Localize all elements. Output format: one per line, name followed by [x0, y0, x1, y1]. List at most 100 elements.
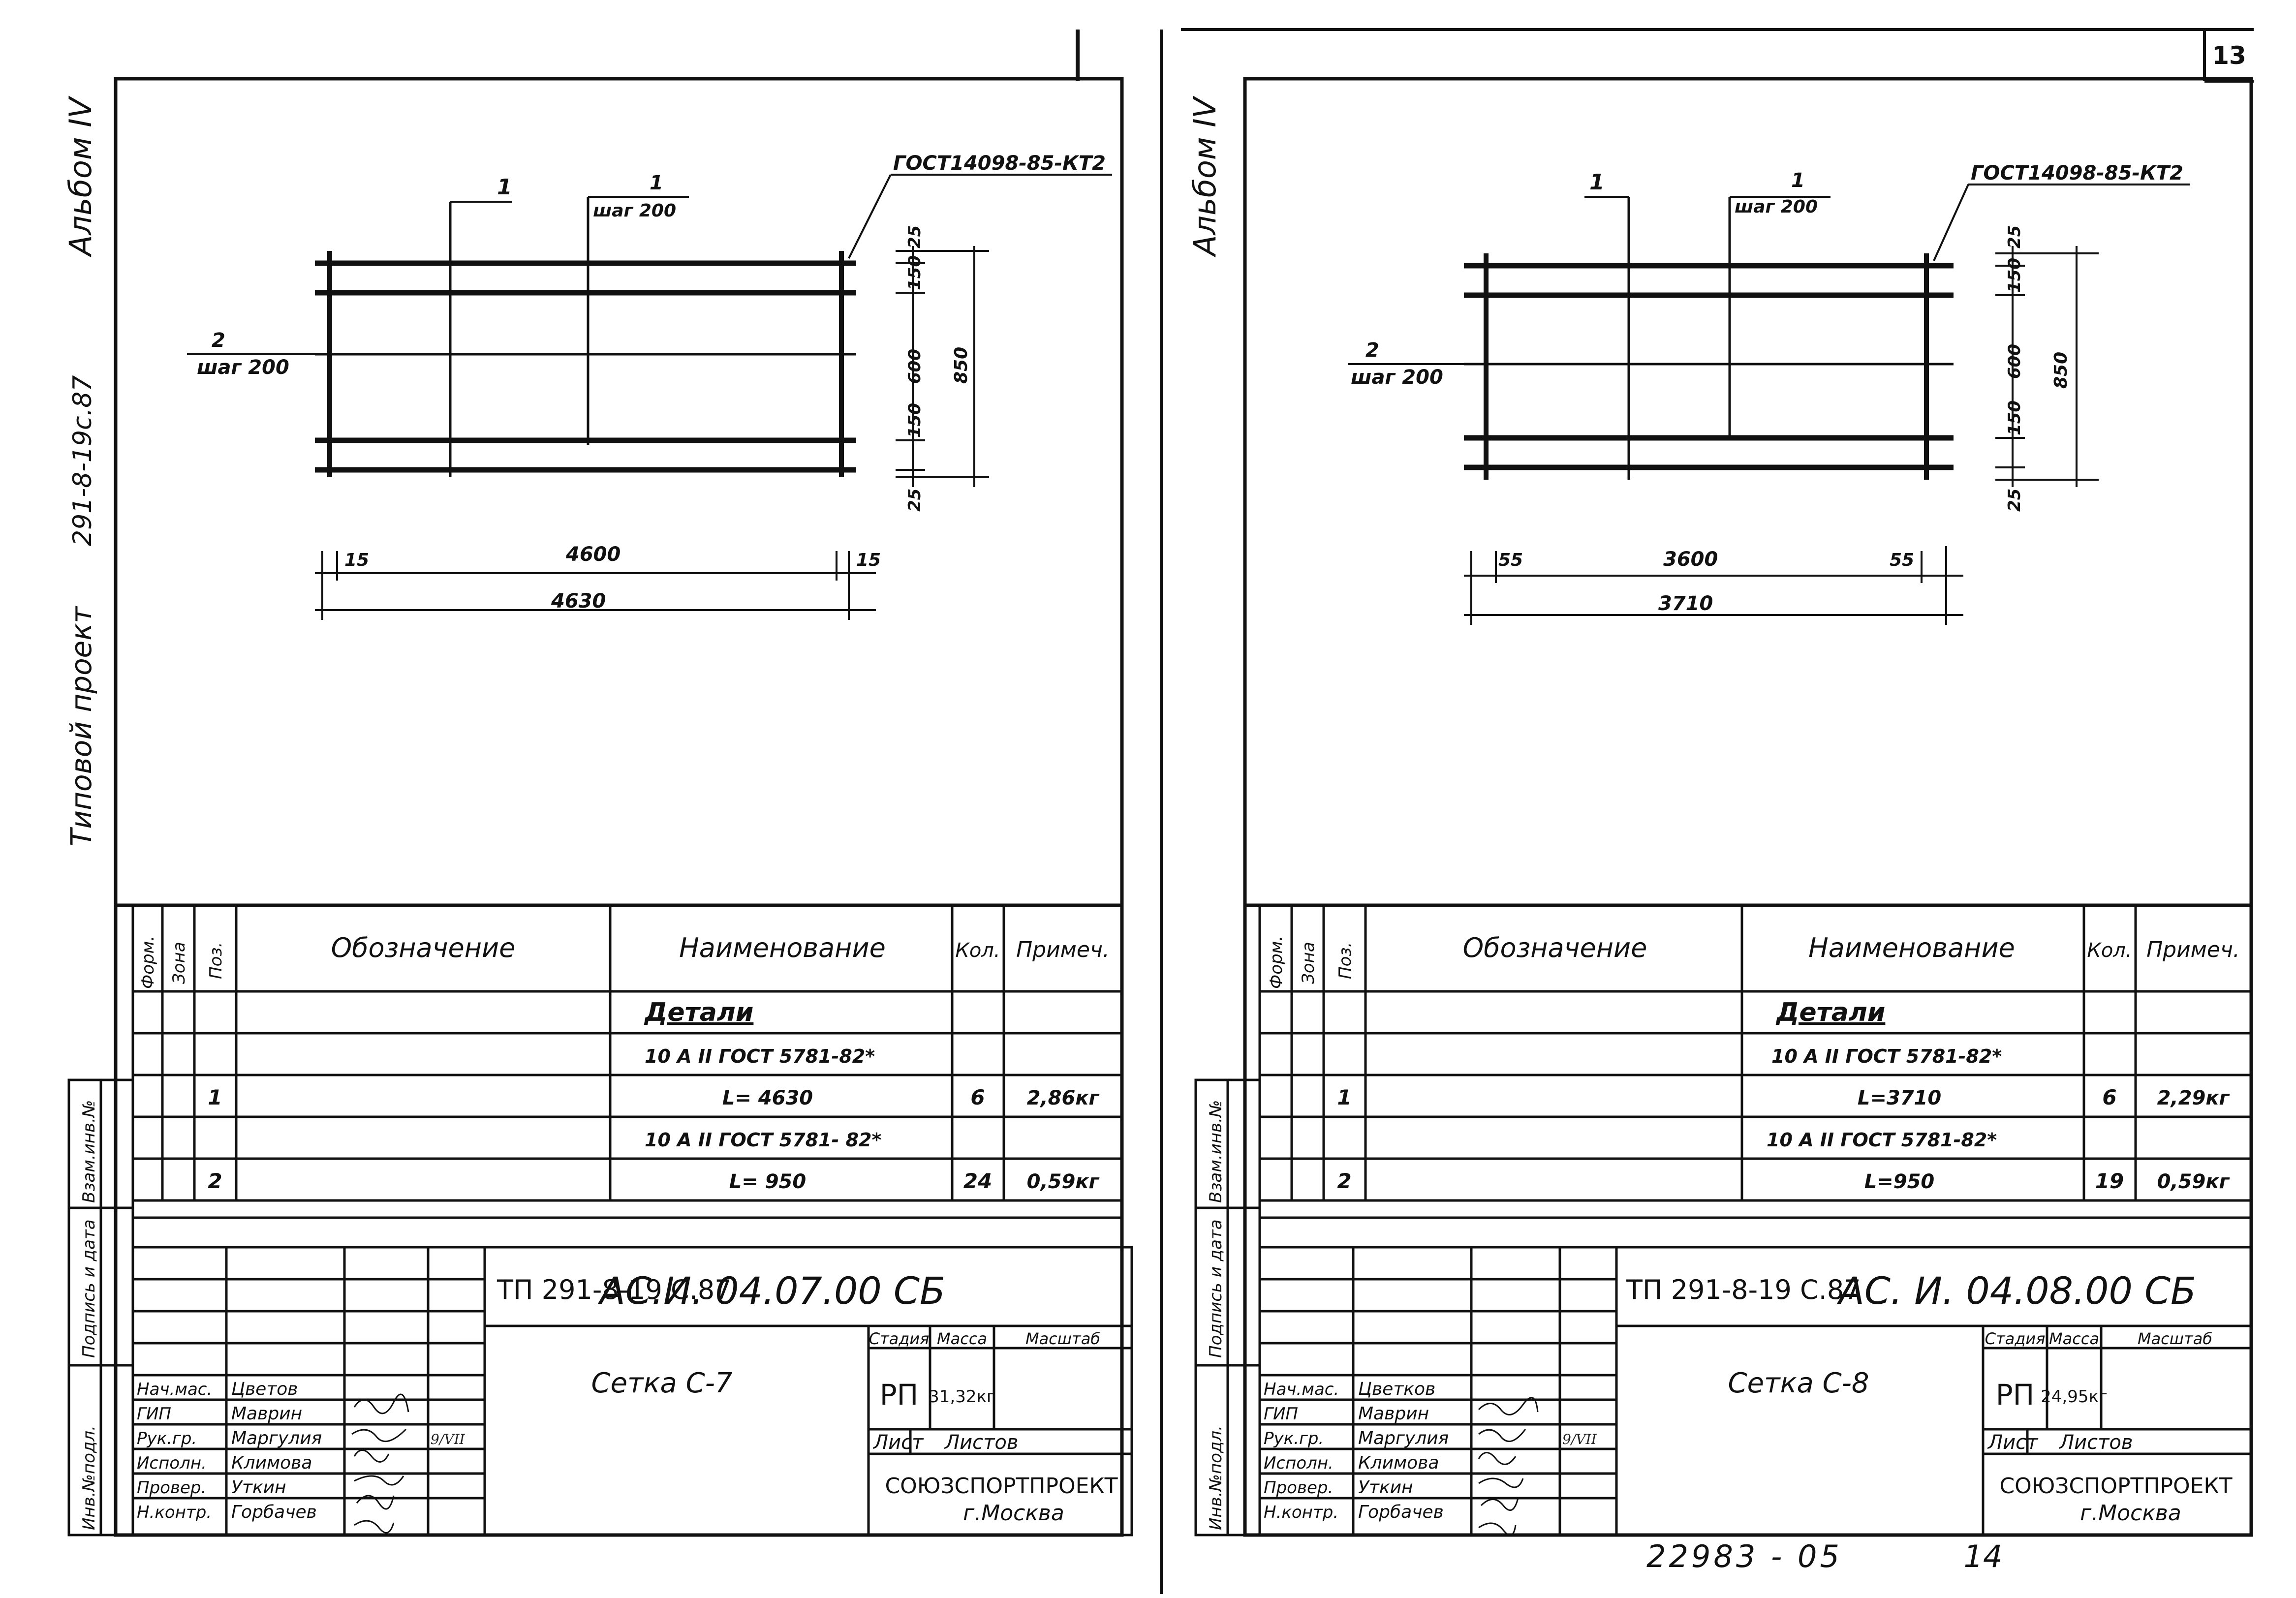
spec-row-name: L=950 — [1864, 1170, 1935, 1193]
spec-header-zone: Зона — [169, 942, 189, 984]
spec-row-name: Детали — [644, 998, 753, 1027]
pos2-label: 2 — [212, 329, 225, 352]
bottom-page: 14 — [1964, 1538, 2003, 1574]
tb-name: Сетка С-8 — [1728, 1367, 1869, 1399]
side-project-label: Типовой проект — [64, 606, 98, 846]
tb-col-stage: Стадия — [1985, 1329, 2046, 1348]
tb-col-mass: Масса — [2049, 1329, 2099, 1348]
spec-row-qty: 6 — [970, 1085, 985, 1109]
spec-row-name: 10 А II ГОСТ 5781-82* — [1767, 1129, 1997, 1151]
tb-mass: 31,32кг — [929, 1387, 995, 1407]
mesh-drawing — [187, 174, 1112, 620]
spec-header-name: Наименование — [679, 932, 886, 963]
spec-header-form: Форм. — [1267, 936, 1286, 989]
spec-row-qty: 24 — [963, 1169, 992, 1193]
spec-header-pos: Поз. — [206, 942, 226, 979]
spec-row-note: 0,59кг — [2157, 1170, 2230, 1193]
tb-org: СОЮЗСПОРТПРОЕКТ — [1999, 1474, 2232, 1499]
tb-person: Маргулия — [1358, 1428, 1449, 1448]
v-dim-4: 150 — [905, 403, 925, 438]
tb-stage: РП — [1996, 1378, 2035, 1412]
v-dim-3: 600 — [905, 349, 925, 384]
tb-project: ТП 291-8-19 С.87 — [496, 1274, 732, 1305]
tb-designation: АС.И. 04.07.00 СБ — [597, 1269, 945, 1313]
mesh-labels: 1 1 шаг 200 2 шаг 200 ГОСТ14098-85-КТ2 5… — [1351, 162, 2183, 615]
spec-row-qty: 19 — [2095, 1169, 2124, 1193]
spec-row-name: L= 950 — [729, 1170, 806, 1193]
spec-row-name: L=3710 — [1858, 1087, 1941, 1109]
tb-person: Уткин — [1358, 1477, 1413, 1498]
spec-row-poz: 1 — [208, 1085, 222, 1109]
tb-person: Климова — [1358, 1453, 1439, 1473]
tb-mass: 24,95кг — [2041, 1387, 2108, 1407]
spec-row-poz: 2 — [208, 1169, 222, 1193]
spec-table — [131, 904, 1123, 1219]
tb-name: Сетка С-7 — [591, 1367, 732, 1399]
spec-header-name: Наименование — [1808, 932, 2015, 963]
tb-org: СОЮЗСПОРТПРОЕКТ — [885, 1474, 1117, 1499]
tb-role: Исполн. — [137, 1453, 207, 1473]
v-dim-2: 150 — [905, 255, 925, 290]
side-stamp-replace: Взам.инв.№ — [1206, 1100, 1226, 1203]
tb-role: Исполн. — [1264, 1453, 1334, 1473]
side-stamp-text: Инв.№подл. Подпись и дата Взам.инв.№ — [79, 1100, 99, 1530]
v-dim-5: 25 — [2005, 489, 2024, 512]
spec-header-note: Примеч. — [2146, 937, 2240, 962]
pos1b-label: 1 — [1791, 169, 1805, 192]
tb-role: Рук.гр. — [1264, 1429, 1324, 1448]
tb-col-scale: Масштаб — [2138, 1329, 2212, 1348]
spec-header-zone: Зона — [1299, 942, 1318, 984]
side-stamp-sign: Подпись и дата — [79, 1219, 99, 1358]
tb-project: ТП 291-8-19 С.87 — [1626, 1274, 1861, 1305]
v-total: 850 — [2051, 352, 2071, 389]
side-stamp — [67, 1078, 134, 1537]
tb-person: Горбачев — [1358, 1502, 1444, 1522]
side-album-label: Альбом IV — [1187, 95, 1223, 258]
tb-date: 9/VII — [1562, 1431, 1597, 1447]
tb-role: Нач.мас. — [1264, 1380, 1339, 1399]
tb-role: Рук.гр. — [137, 1429, 197, 1448]
bottom-code: 22983 - 05 — [1646, 1538, 1842, 1574]
tb-date: 9/VII — [431, 1431, 465, 1447]
spec-row-name: 10 А II ГОСТ 5781-82* — [645, 1045, 875, 1067]
title-block-text: ТП 291-8-19 С.87 АС. И. 04.08.00 СБ Сетк… — [1264, 1269, 2233, 1526]
gost-label: ГОСТ14098-85-КТ2 — [893, 152, 1106, 175]
pos2-label: 2 — [1365, 339, 1379, 362]
v-dim-1: 25 — [2005, 225, 2024, 248]
title-block — [1258, 1246, 2253, 1537]
v-dim-3: 600 — [2005, 344, 2024, 379]
spec-header-qty: Кол. — [955, 939, 1000, 962]
spec-table-text: Форм. Зона Поз. Обозначение Наименование… — [1267, 932, 2240, 1193]
spec-header-form: Форм. — [138, 936, 158, 989]
tb-person: Маргулия — [231, 1428, 322, 1448]
tb-person: Цветов — [231, 1379, 298, 1399]
dim-total: 3710 — [1658, 592, 1713, 615]
tb-role: Провер. — [1264, 1478, 1333, 1498]
pos1b-step: шаг 200 — [1735, 197, 1818, 217]
tb-col-scale: Масштаб — [1025, 1329, 1100, 1348]
spec-header-qty: Кол. — [2087, 939, 2132, 962]
spec-table — [1258, 904, 2253, 1219]
tb-sheets-label: Листов — [2058, 1431, 2133, 1454]
side-stamp-replace: Взам.инв.№ — [79, 1100, 99, 1203]
gost-label: ГОСТ14098-85-КТ2 — [1971, 162, 2183, 184]
v-dim-2: 150 — [2005, 258, 2024, 293]
tb-stage: РП — [880, 1378, 919, 1412]
dim-mid: 4600 — [565, 543, 621, 566]
tb-sheet-label: Лист — [1987, 1431, 2039, 1454]
v-dim-5: 25 — [905, 489, 925, 512]
spec-row-poz: 2 — [1337, 1169, 1351, 1193]
v-dim-4: 150 — [2005, 400, 2024, 435]
pos1-label: 1 — [497, 175, 512, 200]
side-stamp-inv: Инв.№подл. — [1206, 1425, 1226, 1530]
tb-person: Маврин — [231, 1404, 302, 1424]
pos2-step: шаг 200 — [1351, 366, 1443, 389]
dim-total: 4630 — [551, 590, 606, 613]
pos1-label: 1 — [1589, 170, 1605, 195]
tb-person: Маврин — [1358, 1404, 1429, 1424]
dim-right-small: 55 — [1890, 550, 1914, 570]
sheet-frame — [114, 77, 1124, 1537]
spec-row-note: 2,86кг — [1027, 1087, 1100, 1109]
title-block — [131, 1246, 1133, 1537]
